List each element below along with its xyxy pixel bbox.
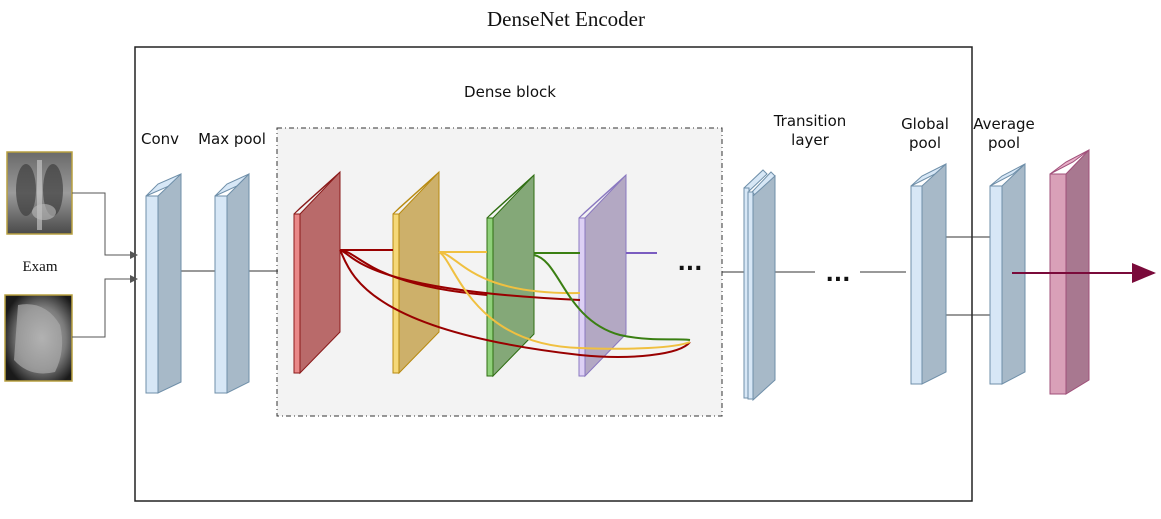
dense-layer-green xyxy=(486,173,535,378)
input-arrows xyxy=(72,192,138,338)
global-pool-label-line2: pool xyxy=(909,134,941,152)
max-pool-layer xyxy=(214,172,250,394)
dense-layer-purple xyxy=(578,173,627,378)
dense-block-label: Dense block xyxy=(464,83,556,101)
dense-layer-red xyxy=(293,170,341,375)
input-label: Exam xyxy=(23,259,58,275)
transition-label-line2: layer xyxy=(791,131,829,149)
average-pool-label-line1: Average xyxy=(973,115,1035,133)
encoder-frame xyxy=(134,46,973,502)
diagram-title: DenseNet Encoder xyxy=(487,7,645,31)
max-pool-label: Max pool xyxy=(198,130,266,148)
transition-label-line1: Transition xyxy=(773,112,847,130)
transition-layer xyxy=(743,169,776,402)
global-pool-label-line1: Global xyxy=(901,115,949,133)
average-pool-label-line2: pool xyxy=(988,134,1020,152)
dense-connections-yellow xyxy=(438,251,691,350)
input-xray-lateral xyxy=(4,294,73,382)
conv-label: Conv xyxy=(141,130,179,148)
dense-connections-green xyxy=(533,252,691,341)
input-xray-frontal xyxy=(6,151,73,235)
encoder-ellipsis: ... xyxy=(825,262,850,287)
dense-block-ellipsis: ... xyxy=(677,251,702,276)
dense-connections-red xyxy=(339,249,691,358)
global-pool-layer xyxy=(910,162,947,385)
conv-layer xyxy=(145,172,182,394)
